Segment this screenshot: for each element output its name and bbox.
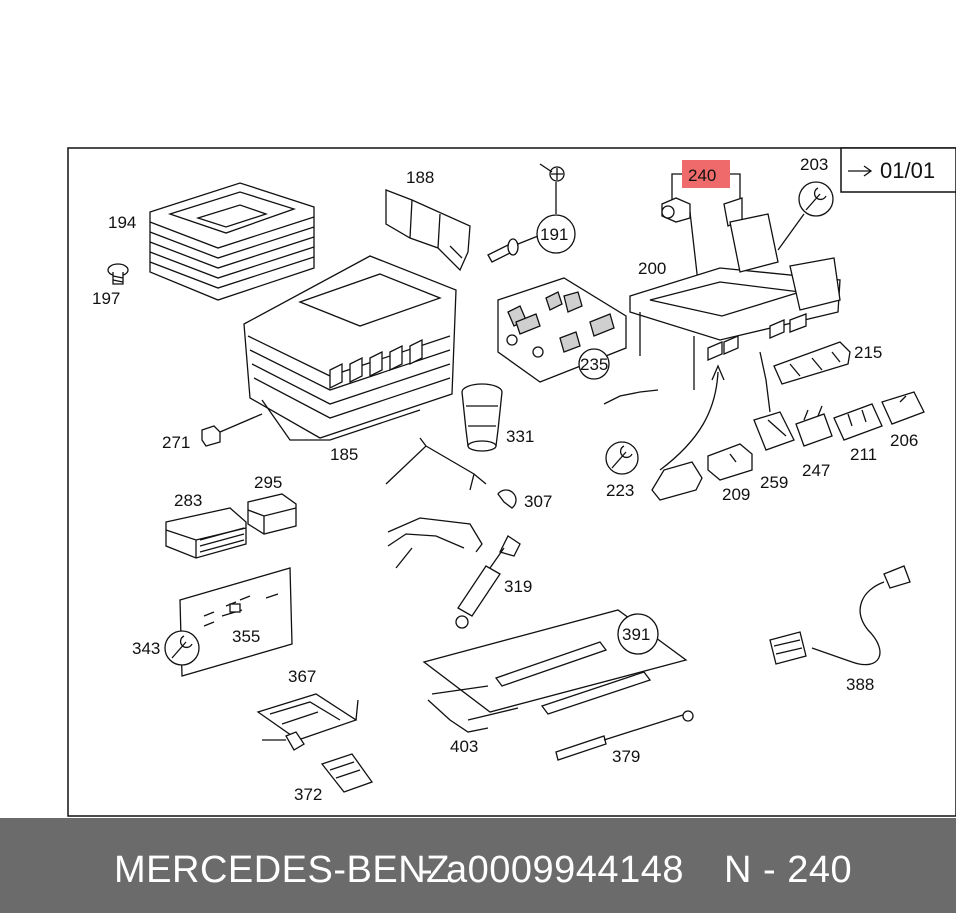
label-379: 379 <box>612 747 640 766</box>
label-235: 235 <box>580 355 608 374</box>
part-388-harness <box>769 565 911 666</box>
part-307-clip <box>497 489 517 509</box>
highlight-240 <box>682 160 730 188</box>
part-343-panel <box>164 567 293 677</box>
part-185-base <box>243 255 457 441</box>
assembly-arrow <box>659 371 719 471</box>
part-283-unit <box>165 507 247 559</box>
label-197: 197 <box>92 289 120 308</box>
part-331-sleeve <box>461 383 503 452</box>
footer-separator: - <box>420 849 434 891</box>
label-295: 295 <box>254 473 282 492</box>
label-188: 188 <box>406 168 434 187</box>
arrow-right-icon <box>848 165 873 177</box>
part-391-rails <box>422 609 694 761</box>
label-211: 211 <box>850 445 877 464</box>
label-215: 215 <box>854 343 882 362</box>
callout-191 <box>536 214 576 254</box>
part-367-plate <box>256 693 359 751</box>
label-388: 388 <box>846 675 874 694</box>
part-259-switch <box>753 351 795 451</box>
label-200: 200 <box>638 259 666 278</box>
label-194: 194 <box>108 213 136 232</box>
label-283: 283 <box>174 491 202 510</box>
part-206-switch <box>881 391 925 425</box>
label-355: 355 <box>232 627 260 646</box>
part-235-kit <box>497 277 627 383</box>
footer-part-number: a0009944148 <box>446 849 684 891</box>
label-271: 271 <box>162 433 190 452</box>
label-223: 223 <box>606 481 634 500</box>
label-203: 203 <box>800 155 828 174</box>
label-367: 367 <box>288 667 316 686</box>
label-372: 372 <box>294 785 322 804</box>
part-194-cushion <box>149 182 315 301</box>
label-391: 391 <box>622 625 650 644</box>
part-191-screws <box>487 163 576 263</box>
part-240-clips <box>661 160 743 301</box>
part-200-frame <box>629 213 841 390</box>
part-319-damper <box>455 535 521 629</box>
label-191: 191 <box>540 225 568 244</box>
wrench-icon <box>805 187 827 211</box>
page-ref-box: 01/01 <box>840 147 956 193</box>
part-223-cover <box>603 389 703 501</box>
part-197-bolt <box>107 263 129 285</box>
lever-arm <box>385 437 487 569</box>
part-215-cover <box>773 341 851 385</box>
footer-brand: MERCEDES-BENZ <box>114 849 450 891</box>
label-343: 343 <box>132 639 160 658</box>
part-271-connector <box>201 413 263 447</box>
label-185: 185 <box>330 445 358 464</box>
part-247-switch <box>795 405 833 447</box>
label-307: 307 <box>524 492 552 511</box>
footer-bar: MERCEDES-BENZ - a0009944148 N - 240 <box>0 818 956 913</box>
label-331: 331 <box>506 427 534 446</box>
part-203-wrench <box>777 181 834 251</box>
label-259: 259 <box>760 473 788 492</box>
label-319: 319 <box>504 577 532 596</box>
label-209: 209 <box>722 485 750 504</box>
part-188-bracket <box>385 189 471 272</box>
label-403: 403 <box>450 737 478 756</box>
footer-position-label: N - 240 <box>724 849 853 891</box>
part-295-unit <box>247 493 297 535</box>
part-209-cover <box>707 443 753 481</box>
part-372-bracket <box>320 753 374 793</box>
wrench-icon <box>611 445 633 469</box>
label-206: 206 <box>890 431 918 450</box>
wrench-icon <box>171 635 193 659</box>
part-211-switch <box>833 403 883 441</box>
label-247: 247 <box>802 461 830 480</box>
page-ref-text: 01/01 <box>880 158 935 183</box>
label-240: 240 <box>688 166 716 185</box>
